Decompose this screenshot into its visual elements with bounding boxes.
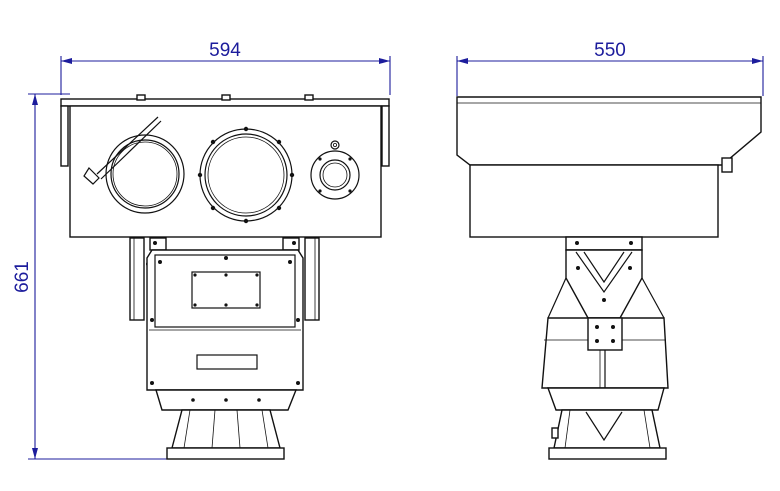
front-width-label: 594: [209, 40, 241, 61]
side-width-label: 550: [594, 40, 626, 61]
side-tilt-body: [541, 277, 669, 389]
side-view: [456, 96, 762, 460]
side-camera-housing: [469, 164, 719, 238]
side-v-bracket: [565, 249, 643, 319]
overall-height-label: 661: [12, 261, 33, 293]
pedestal: [166, 409, 285, 460]
dimension-front-width: 594: [60, 40, 391, 95]
connector-slot: [196, 354, 258, 370]
side-pedestal: [548, 409, 667, 460]
side-base-cap: [547, 387, 665, 411]
side-connector: [721, 157, 733, 173]
camera-housing: [69, 105, 382, 238]
pan-tilt-body: [146, 249, 304, 391]
yoke-bracket: [129, 237, 320, 321]
front-view: [60, 94, 390, 460]
sun-shield: [60, 94, 390, 167]
side-sun-shield: [456, 96, 762, 166]
center-lens: [197, 126, 295, 224]
dimension-side-width: 550: [456, 40, 764, 96]
dimension-overall-height: 661: [12, 93, 168, 460]
wiper-arm: [83, 116, 162, 185]
small-lens: [310, 140, 360, 200]
nameplate: [191, 271, 261, 309]
